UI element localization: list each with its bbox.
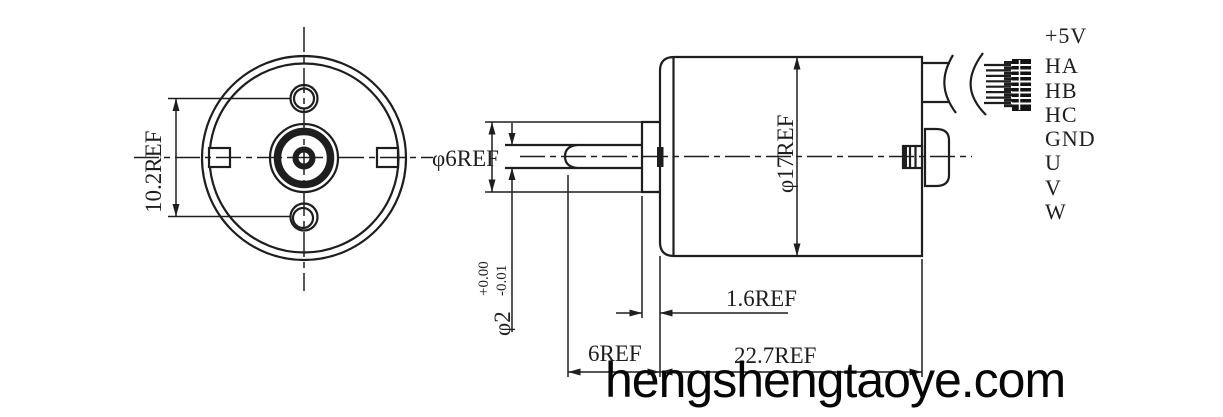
wire-label: V <box>1045 175 1062 200</box>
dim-text-boss-diameter: φ6REF <box>432 146 499 171</box>
wire-label: +5V <box>1045 23 1087 48</box>
dimension-boss-diameter: φ6REF <box>432 121 642 193</box>
rear-boss <box>923 127 951 188</box>
wire-label: GND <box>1045 126 1096 151</box>
dim-text-shaft-tol-upper: +0.00 <box>476 261 492 296</box>
side-view: φ6REF φ2 +0.00 -0.01 φ17REF <box>432 52 1031 377</box>
dim-text-hole-spacing: 10.2REF <box>141 131 166 213</box>
motor-outer-circle <box>200 54 408 262</box>
wire-label: W <box>1045 199 1067 224</box>
dimension-shaft-diameter: φ2 +0.00 -0.01 <box>476 123 516 336</box>
dimension-boss-length: 1.6REF <box>616 196 797 318</box>
cable <box>922 52 1031 116</box>
dim-text-shaft-length: 6REF <box>588 341 642 366</box>
front-view: 10.2REF <box>134 27 433 291</box>
cable-break-arc-1 <box>943 54 957 114</box>
wire-label: HA <box>1045 53 1079 78</box>
watermark-text: hengshengtaoye.com <box>605 352 1065 408</box>
wire-label: HB <box>1045 78 1078 103</box>
connector-block <box>1004 59 1031 111</box>
wire-label: U <box>1045 150 1062 175</box>
dimension-bottom-chain: 6REF 22.7REF <box>567 175 923 377</box>
dim-text-body-length: 22.7REF <box>734 343 816 368</box>
dim-text-boss-length: 1.6REF <box>726 286 797 311</box>
dim-text-body-diameter: φ17REF <box>773 115 798 193</box>
cable-break-arc-2 <box>969 52 987 116</box>
dimension-hole-spacing: 10.2REF <box>141 97 291 218</box>
dim-text-shaft-diameter: φ2 <box>490 311 515 336</box>
dimension-body-diameter: φ17REF <box>773 57 801 256</box>
dim-text-shaft-tol-lower: -0.01 <box>494 265 510 296</box>
wire-labels: +5V HA HB HC GND U V W <box>1045 23 1096 224</box>
ribbon-cable <box>984 63 1011 105</box>
wire-label: HC <box>1045 102 1078 127</box>
